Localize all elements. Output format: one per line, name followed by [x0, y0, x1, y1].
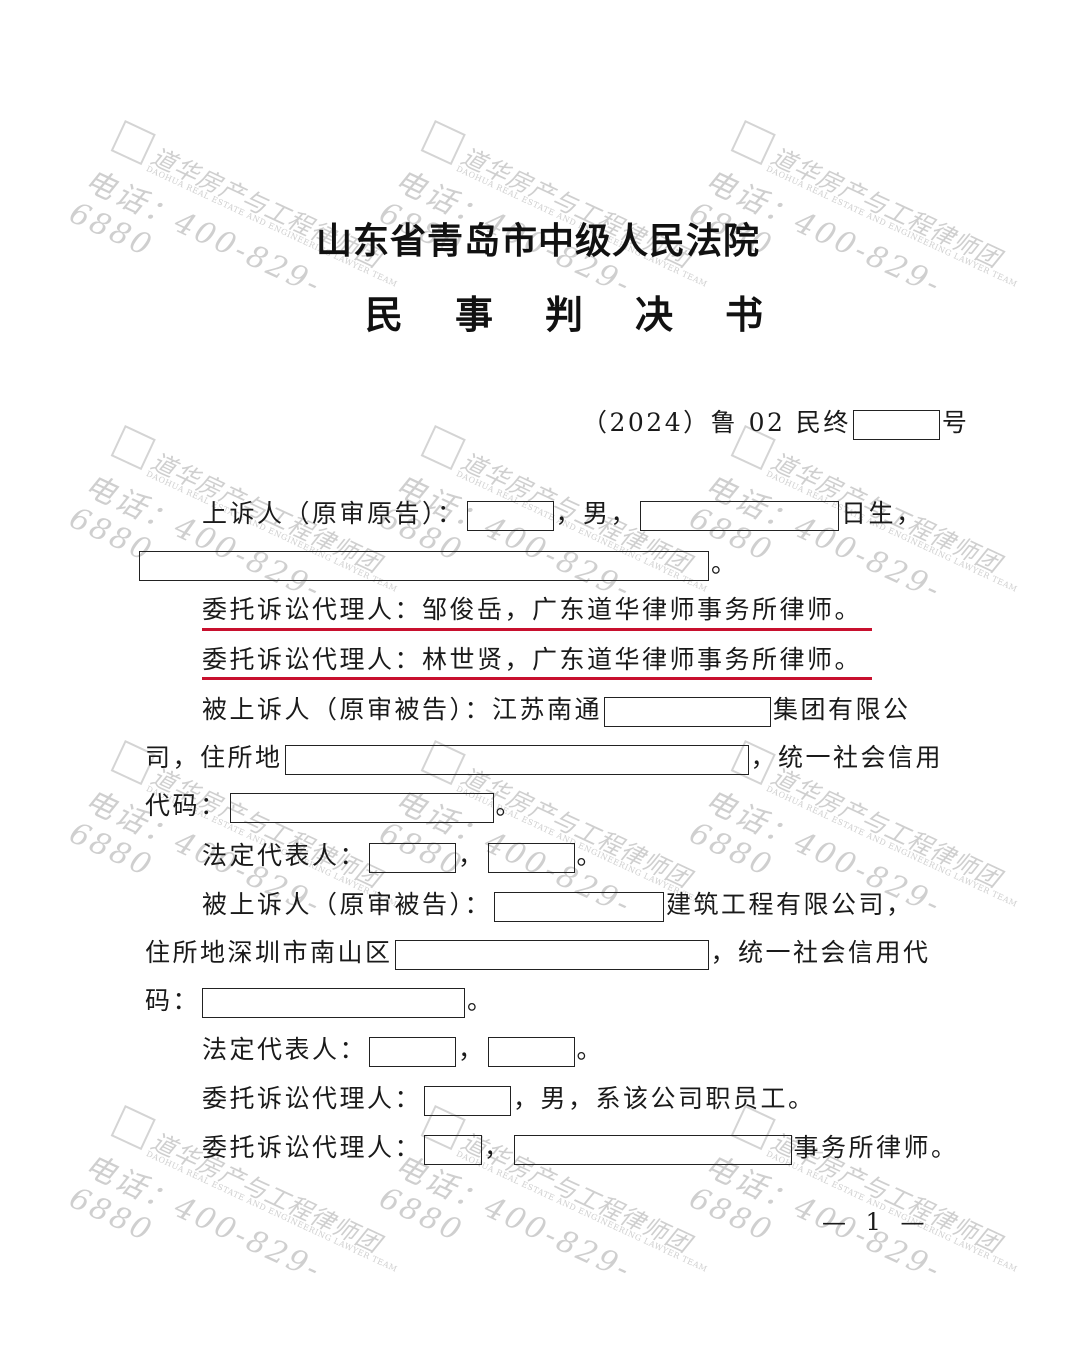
case-number: （2024）鲁 02 民终 号 [582, 406, 969, 440]
text: 法定代表人： [202, 841, 368, 870]
appellee-1-rep-line: 法定代表人： ， 。 [202, 839, 604, 873]
text: ，男， [555, 499, 639, 528]
appellee-1-code-line: 代码： 。 [145, 789, 523, 823]
appellee-2-rep-line: 法定代表人： ， 。 [202, 1033, 604, 1067]
watermark-english: DAOHUA REAL ESTATE AND ENGINEERING LAWYE… [454, 1149, 709, 1274]
redacted-box [640, 500, 840, 531]
redacted-box [852, 409, 940, 440]
watermark-english: DAOHUA REAL ESTATE AND ENGINEERING LAWYE… [144, 1149, 399, 1274]
text: 。 [711, 549, 739, 578]
watermark-logo [730, 120, 776, 166]
text: 。 [576, 1035, 605, 1064]
watermark-logo [110, 120, 156, 166]
text: ，统一社会信用代 [710, 938, 931, 967]
text: 。 [495, 791, 524, 820]
redacted-box [394, 939, 709, 970]
text: ， [458, 841, 486, 870]
redacted-box [466, 500, 554, 531]
document-type: 民事判决书 [364, 292, 815, 337]
watermark-phone: 电话：400-829-6880 [63, 1147, 328, 1289]
text: 被上诉人（原审被告）：江苏南通 [202, 695, 603, 724]
appellant-line: 上诉人（原审原告）： ，男， 日生， [202, 497, 924, 531]
redacted-box [284, 744, 749, 775]
redacted-box [487, 1036, 575, 1067]
text: ， [484, 1133, 512, 1162]
text: 。 [576, 841, 605, 870]
redacted-box [139, 550, 709, 581]
redacted-box [513, 1134, 792, 1165]
text: 法定代表人： [202, 1035, 368, 1064]
text: 。 [467, 986, 495, 1015]
appellee-2-agent-line-1: 委托诉讼代理人： ，男，系该公司职员工。 [202, 1082, 816, 1116]
text: 建筑工程有限公司， [666, 890, 914, 919]
redacted-box [604, 696, 772, 727]
appellee-2-code-line: 码： 。 [145, 984, 495, 1018]
watermark-phone: 电话：400-829-6880 [683, 1147, 948, 1289]
agent-line-1: 委托诉讼代理人：邹俊岳，广东道华律师事务所律师。 [202, 595, 863, 624]
watermark-text: 道华房产与工程律师团 [766, 762, 1006, 894]
redacted-box [229, 792, 494, 823]
watermark-logo [110, 1105, 156, 1151]
page-number: — 1 — [822, 1208, 931, 1236]
appellee-1-line: 被上诉人（原审被告）：江苏南通 集团有限公 [202, 693, 911, 727]
redacted-box [424, 1134, 483, 1165]
text: 委托诉讼代理人： [202, 1084, 423, 1113]
text: 被上诉人（原审被告）： [202, 890, 493, 919]
text: 上诉人（原审原告）： [202, 499, 465, 528]
court-name: 山东省青岛市中级人民法院 [315, 220, 760, 262]
watermark-logo [110, 425, 156, 471]
redacted-box [369, 842, 457, 873]
red-underline [202, 677, 872, 680]
watermark-logo [420, 425, 466, 471]
text: ，统一社会信用 [750, 743, 944, 772]
text: ，男，系该公司职员工。 [513, 1084, 816, 1113]
redacted-box [424, 1085, 512, 1116]
appellee-2-line: 被上诉人（原审被告）： 建筑工程有限公司， [202, 888, 914, 922]
watermark-logo [420, 120, 466, 166]
appellee-1-address-line: 司，住所地 ，统一社会信用 [145, 741, 943, 775]
watermark-english: DAOHUA REAL ESTATE AND ENGINEERING LAWYE… [764, 469, 1019, 594]
text: 集团有限公 [773, 695, 911, 724]
redacted-box [369, 1036, 457, 1067]
text: 代码： [145, 791, 228, 820]
watermark-text: 道华房产与工程律师团 [146, 762, 386, 894]
text: 住所地深圳市南山区 [145, 938, 393, 967]
appellant-address-line: 。 [139, 547, 739, 581]
text: 司，住所地 [145, 743, 283, 772]
redacted-box [494, 891, 665, 922]
appellee-2-agent-line-2: 委托诉讼代理人： ， 事务所律师。 [202, 1131, 959, 1165]
case-number-prefix: （2024）鲁 02 民终 [582, 408, 851, 437]
redacted-box [487, 842, 575, 873]
text: 码： [145, 986, 201, 1015]
agent-line-2: 委托诉讼代理人：林世贤，广东道华律师事务所律师。 [202, 645, 863, 674]
red-underline [202, 628, 872, 631]
watermark-phone: 电话：400-829-6880 [373, 1147, 638, 1289]
case-number-suffix: 号 [941, 408, 970, 437]
redacted-box [202, 987, 466, 1018]
text: 委托诉讼代理人： [202, 1133, 423, 1162]
text: 事务所律师。 [793, 1133, 959, 1162]
text: ， [458, 1035, 486, 1064]
text: 日生， [841, 499, 924, 528]
appellee-2-address-line: 住所地深圳市南山区 ，统一社会信用代 [145, 936, 931, 970]
watermark-text: 道华房产与工程律师团 [456, 762, 696, 894]
